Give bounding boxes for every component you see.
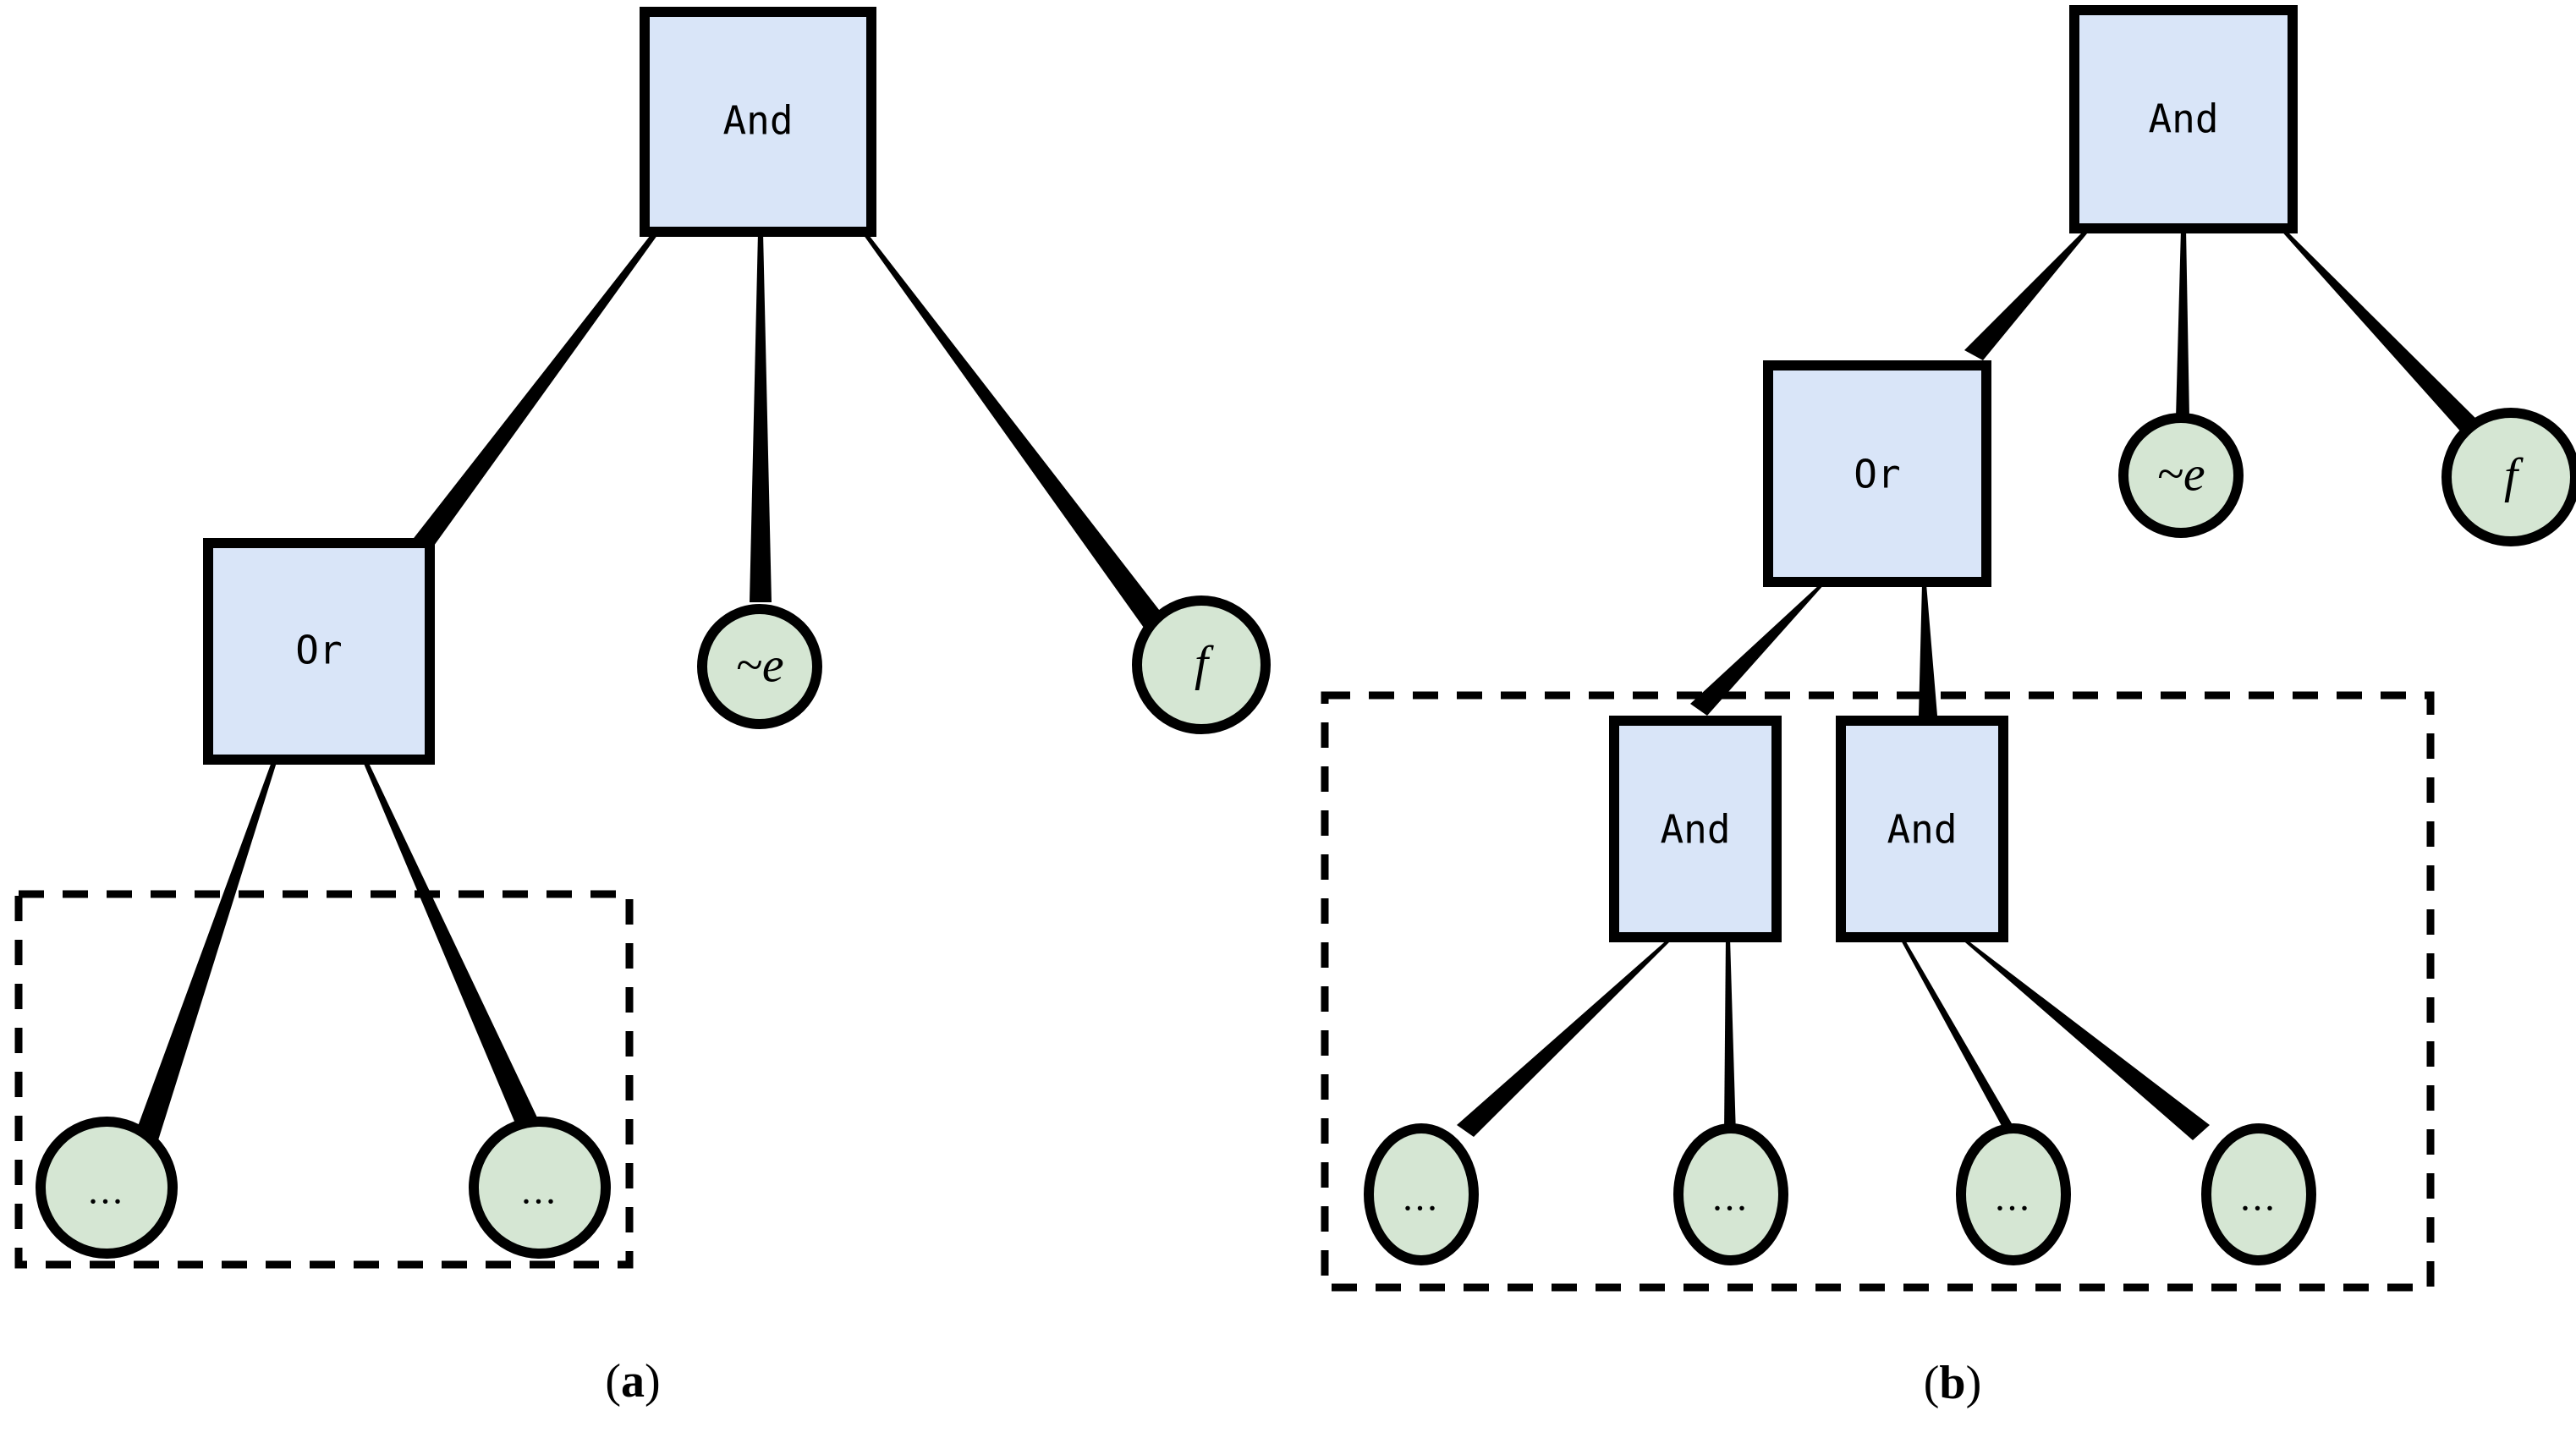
panel-a-caption-open: ( (605, 1355, 621, 1408)
panel-b-group-box (1321, 691, 2435, 1292)
or-box-label: Or (295, 628, 342, 673)
ellipsis-node-2-label: ... (1712, 1176, 1749, 1219)
panel-b-edges (1457, 228, 2480, 1140)
panel-a-caption-letter: a (621, 1355, 645, 1408)
not-e-node-label: ~e (735, 637, 783, 692)
panel-b-node-or[interactable]: Or (1763, 360, 1991, 587)
or-box[interactable] (203, 538, 435, 765)
edge-or-to-leaf-2 (362, 760, 545, 1145)
edge-b-andl-to-leaf-2 (1724, 937, 1736, 1135)
edge-and-to-or (411, 232, 660, 552)
edge-b-and-to-f (2279, 228, 2480, 435)
panel-a-node-and[interactable]: And (640, 7, 876, 237)
panel-b: And Or ~e f And (1321, 5, 2576, 1409)
panel-b-node-and[interactable]: And (2069, 5, 2298, 233)
ellipsis-node-3[interactable] (1956, 1123, 2071, 1265)
not-e-node-label: ~e (2156, 446, 2205, 501)
ellipsis-node-4[interactable] (2201, 1123, 2316, 1265)
edge-b-or-to-and-right (1919, 584, 1937, 716)
edge-and-to-f (861, 232, 1162, 628)
panel-a-node-leaf-2[interactable]: ... (469, 1117, 611, 1259)
ellipsis-node-2[interactable] (469, 1117, 611, 1259)
edge-b-and-to-or (1964, 228, 2091, 360)
panel-b-caption-close: ) (1966, 1357, 1982, 1409)
edge-b-and-to-note (2176, 228, 2189, 418)
panel-b-node-leaf-3[interactable]: ... (1956, 1123, 2071, 1265)
panel-a-caption: (a) (605, 1355, 660, 1408)
panel-a-caption-close: ) (645, 1355, 661, 1408)
ellipsis-node-4-label: ... (2240, 1176, 2277, 1219)
and-box[interactable] (640, 7, 876, 237)
panel-b-caption: (b) (1924, 1357, 1981, 1409)
and-box[interactable] (2069, 5, 2298, 233)
and-box-left[interactable] (1609, 716, 1782, 942)
ellipsis-node-1-label: ... (1403, 1176, 1440, 1219)
not-e-node[interactable] (697, 604, 822, 729)
panel-b-node-leaf-2[interactable]: ... (1673, 1123, 1788, 1265)
edge-b-andr-to-leaf-4 (1959, 937, 2210, 1140)
panel-a-node-or[interactable]: Or (203, 538, 435, 765)
ellipsis-node-1[interactable] (36, 1117, 178, 1259)
panel-a-group-box (14, 890, 634, 1269)
edge-or-to-leaf-1 (137, 760, 277, 1140)
ellipsis-node-1-label: ... (88, 1169, 125, 1212)
panel-a-node-leaf-1[interactable]: ... (36, 1117, 178, 1259)
panel-a-node-f[interactable]: f (1132, 596, 1271, 734)
panel-b-node-f[interactable]: f (2441, 408, 2576, 546)
edge-b-or-to-and-left (1690, 584, 1825, 716)
ellipsis-node-2[interactable] (1673, 1123, 1788, 1265)
and-box-label: And (2148, 96, 2218, 142)
panel-b-node-leaf-1[interactable]: ... (1364, 1123, 1479, 1265)
ellipsis-node-2-label: ... (521, 1169, 558, 1212)
panel-a-edges (137, 232, 1162, 1145)
panel-a: And Or ~e f ... (14, 7, 1271, 1408)
and-box-right[interactable] (1836, 716, 2008, 942)
panel-a-node-not-e[interactable]: ~e (697, 604, 822, 729)
edge-b-andl-to-leaf-1 (1457, 937, 1674, 1137)
edge-b-andr-to-leaf-3 (1899, 937, 2019, 1135)
and-box-left-label: And (1660, 807, 1730, 853)
or-box[interactable] (1763, 360, 1991, 587)
and-box-label: And (722, 98, 793, 144)
edge-and-to-note (750, 232, 772, 602)
ellipsis-node-3-label: ... (1995, 1176, 2032, 1219)
and-box-right-label: And (1887, 807, 1957, 853)
panel-b-node-and-left[interactable]: And (1609, 716, 1782, 942)
f-node[interactable] (1132, 596, 1271, 734)
panel-b-caption-open: ( (1924, 1357, 1940, 1409)
ellipsis-node-1[interactable] (1364, 1123, 1479, 1265)
panel-b-node-leaf-4[interactable]: ... (2201, 1123, 2316, 1265)
not-e-node[interactable] (2118, 413, 2244, 538)
f-node[interactable] (2441, 408, 2576, 546)
panel-b-node-and-right[interactable]: And (1836, 716, 2008, 942)
panel-b-node-not-e[interactable]: ~e (2118, 413, 2244, 538)
panel-b-caption-letter: b (1939, 1357, 1965, 1409)
or-box-label: Or (1854, 452, 1900, 497)
